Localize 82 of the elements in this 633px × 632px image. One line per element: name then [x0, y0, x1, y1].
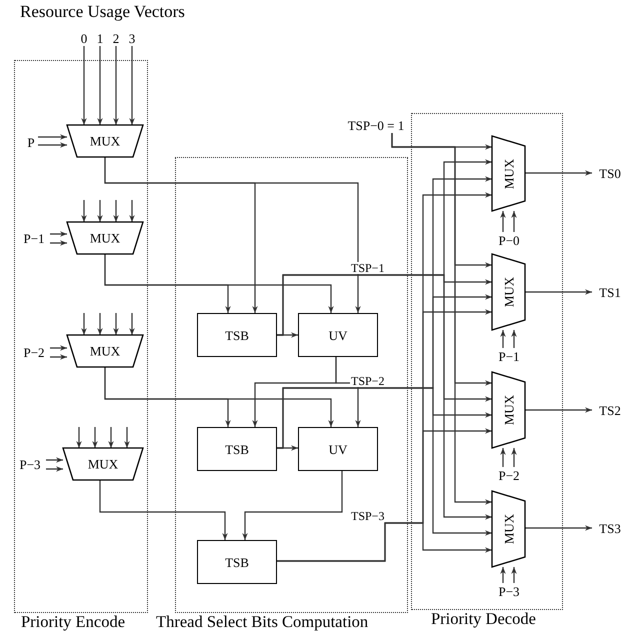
arrow	[500, 211, 506, 232]
arrow	[277, 387, 492, 536]
arrow	[46, 466, 63, 472]
signal-label: 3	[126, 31, 138, 46]
process-box: UV	[298, 313, 378, 357]
arrow	[242, 471, 343, 540]
edge-label: TSP−2	[350, 375, 386, 387]
edge-label: TSP−1	[350, 262, 386, 274]
arrow	[511, 567, 517, 583]
arrow	[129, 46, 135, 125]
signal-label: P−1	[18, 230, 50, 246]
arrow	[50, 354, 67, 360]
signal-label: P−0	[491, 232, 527, 248]
edge-label: TSP−3	[350, 510, 386, 522]
mux-label: MUX	[502, 158, 515, 189]
group-title: Thread Select Bits Computation	[156, 613, 368, 632]
group-title: Priority Encode	[21, 613, 126, 632]
process-box: TSB	[197, 427, 277, 471]
arrow	[50, 345, 67, 351]
arrow	[97, 46, 103, 125]
arrow	[277, 522, 492, 562]
mux-label: MUX	[502, 514, 515, 544]
signal-label: P−1	[491, 348, 527, 364]
mux-label: MUX	[90, 134, 120, 148]
signal-label: 0	[78, 31, 90, 46]
process-box: TSB	[197, 540, 277, 584]
arrow	[81, 200, 87, 222]
mux-label: MUX	[502, 276, 515, 308]
arrow	[129, 313, 135, 335]
diagram-title: Resource Usage Vectors	[20, 2, 185, 22]
arrow	[81, 313, 87, 335]
arrow	[104, 254, 334, 313]
arrow	[92, 427, 98, 448]
signal-label: TS2	[592, 401, 628, 419]
signal-label: P−2	[491, 467, 527, 483]
process-box: TSB	[197, 313, 277, 357]
mux-label: MUX	[90, 232, 120, 244]
arrow	[108, 427, 114, 448]
signal-label: P−2	[18, 344, 50, 360]
arrow	[511, 448, 517, 467]
arrow	[500, 330, 506, 348]
arrow	[525, 525, 592, 531]
signal-label: P	[24, 134, 38, 150]
arrow	[525, 407, 592, 413]
signal-label: P−3	[491, 583, 527, 599]
arrow	[113, 46, 119, 125]
arrow	[277, 274, 492, 520]
arrow	[97, 200, 103, 222]
arrow	[76, 427, 82, 448]
signal-label: 2	[110, 31, 122, 46]
group-title: Priority Decode	[431, 610, 536, 628]
arrow	[97, 313, 103, 335]
arrow	[99, 480, 228, 540]
arrow	[124, 427, 130, 448]
signal-label: TS0	[592, 164, 628, 182]
arrow	[104, 367, 334, 427]
process-box: UV	[298, 427, 378, 471]
arrow	[38, 134, 67, 140]
mux-label: MUX	[88, 458, 118, 470]
arrow	[525, 170, 592, 176]
arrow	[511, 330, 517, 348]
mux-label: MUX	[502, 394, 515, 426]
arrow	[129, 200, 135, 222]
signal-label: P−3	[14, 456, 46, 472]
arrow	[113, 313, 119, 335]
arrow	[511, 211, 517, 232]
signal-label: 1	[94, 31, 106, 46]
arrow	[81, 46, 87, 125]
arrow	[46, 457, 63, 463]
arrow	[391, 133, 492, 505]
signal-label: TS3	[592, 519, 628, 537]
arrow	[500, 567, 506, 583]
arrow	[104, 157, 361, 313]
arrow	[50, 240, 67, 246]
arrow	[113, 200, 119, 222]
signal-label: TSP−0 = 1	[346, 117, 406, 133]
arrow	[50, 231, 67, 237]
arrow	[525, 289, 592, 295]
mux-label: MUX	[90, 344, 120, 358]
arrow	[500, 448, 506, 467]
arrow	[38, 142, 67, 148]
signal-label: TS1	[592, 283, 628, 301]
